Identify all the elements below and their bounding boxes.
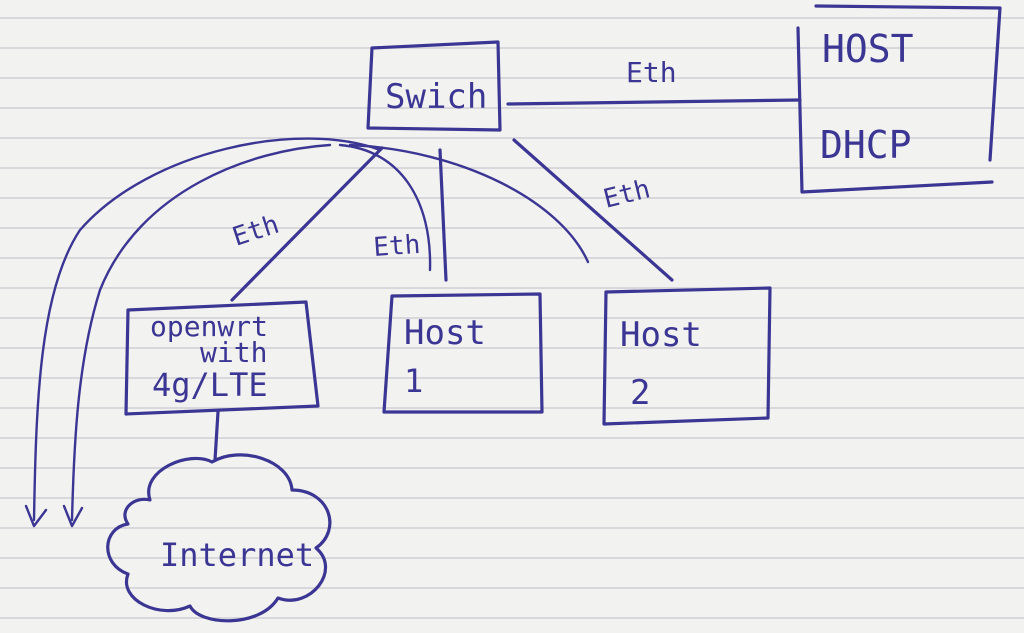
- node-host1: Host 1: [382, 292, 544, 414]
- arrow-curve-to-host2: [348, 143, 590, 264]
- label-eth-openwrt: Eth: [229, 210, 283, 253]
- host1-line1: Host: [404, 313, 486, 353]
- arrowhead-inner: [62, 504, 84, 528]
- node-internet: Internet: [106, 453, 332, 623]
- edge-switch-host-dhcp: [506, 98, 802, 106]
- edge-openwrt-internet: [213, 410, 220, 462]
- openwrt-line1: openwrt: [150, 310, 268, 343]
- cloud-icon: [106, 453, 332, 623]
- arrow-curve-outer: [32, 137, 382, 522]
- node-switch: Swich: [366, 40, 502, 132]
- label-eth-host-dhcp: Eth: [626, 56, 677, 89]
- host-dhcp-line1: HOST: [822, 27, 914, 71]
- openwrt-line2: with: [200, 336, 267, 369]
- arrowhead-outer: [24, 504, 48, 528]
- internet-label: Internet: [160, 536, 314, 574]
- node-openwrt: openwrt with 4g/LTE: [124, 300, 320, 416]
- openwrt-line3: 4g/LTE: [152, 366, 268, 404]
- label-eth-host1: Eth: [372, 230, 421, 263]
- arrow-curve-to-host1: [338, 143, 432, 272]
- switch-label: Swich: [385, 77, 487, 117]
- host2-line2: 2: [630, 373, 650, 413]
- node-host2: Host 2: [602, 286, 772, 426]
- connections: [24, 98, 802, 528]
- label-eth-host2: Eth: [600, 174, 653, 214]
- edge-switch-openwrt: [230, 146, 384, 302]
- arrow-curve-inner: [70, 143, 332, 522]
- edge-switch-host1: [438, 148, 448, 282]
- edge-switch-host2: [512, 138, 674, 282]
- host-dhcp-line2: DHCP: [820, 123, 912, 167]
- host2-line1: Host: [620, 315, 702, 355]
- host1-line2: 1: [404, 362, 423, 400]
- node-host-dhcp: HOST DHCP: [796, 4, 1002, 194]
